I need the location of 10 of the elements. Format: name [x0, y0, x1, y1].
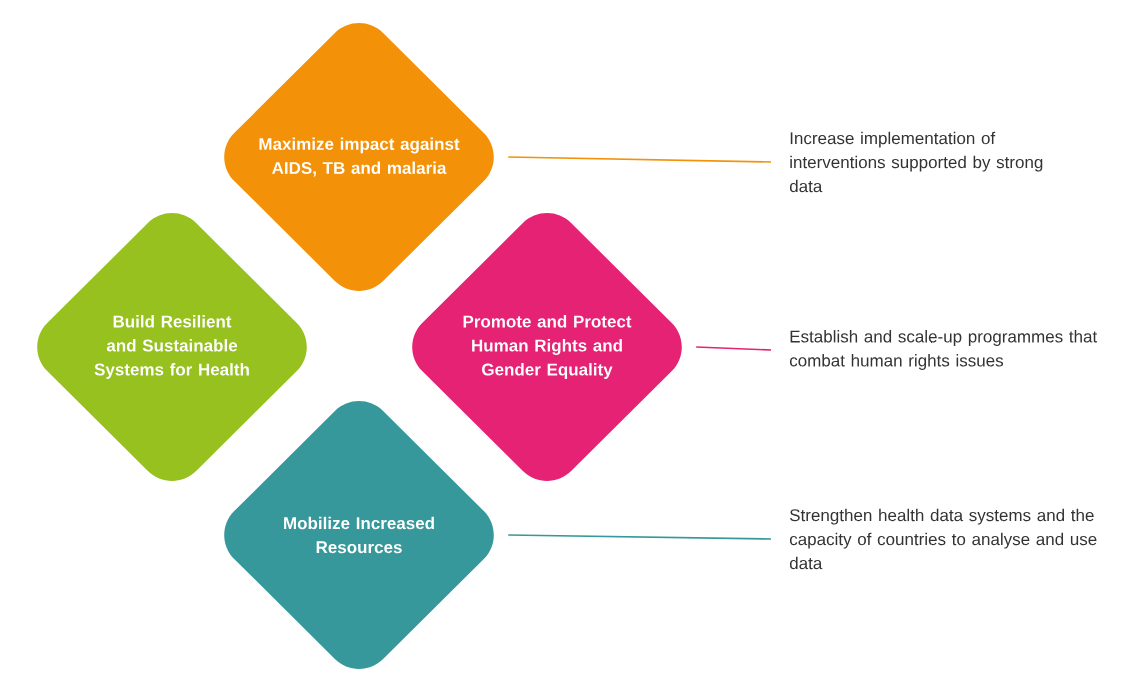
connector-line — [507, 156, 772, 163]
connector-line — [507, 534, 772, 540]
diamond-box: Maximize impact against AIDS, TB and malaria — [224, 23, 494, 291]
diamond-box: Mobilize Increased Resources — [224, 401, 494, 669]
description-text: Increase implementation of interventions supported by strong data — [789, 131, 1043, 193]
diamond-box: Build Resilient and Sustainable Systems for Health — [37, 213, 307, 481]
diamond-box: Promote and Protect Human Rights and Gender Equality — [412, 213, 682, 481]
description-text: Strengthen health data systems and the capacity of countries to analyse and use data — [789, 508, 1097, 570]
description-text: Establish and scale-up programmes that combat human rights issues — [789, 330, 1098, 370]
connector-line — [695, 346, 772, 351]
